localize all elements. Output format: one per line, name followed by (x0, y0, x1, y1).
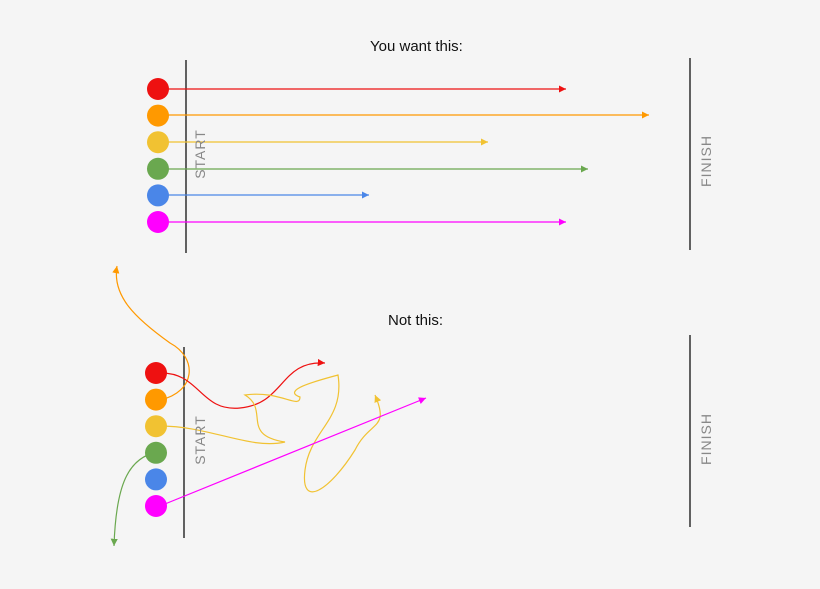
runner-dot-magenta-bottom (145, 495, 167, 517)
runner-dot-blue-top (147, 184, 169, 207)
runner-dot-yellow-top (147, 131, 169, 154)
runner-dot-orange-bottom (145, 388, 167, 411)
runner-dot-yellow-bottom (145, 415, 167, 438)
runner-dot-blue-bottom (145, 468, 167, 491)
start-label-bottom: START (191, 415, 208, 465)
runner-dots-top (147, 78, 169, 233)
runner-dot-red-top (147, 78, 169, 100)
finish-label-top: FINISH (697, 135, 714, 187)
runner-dots-bottom (145, 362, 167, 517)
arrow-bottom-orange (112, 265, 190, 401)
caption-bottom: Not this: (388, 312, 444, 329)
runner-dot-orange-top (147, 104, 169, 127)
arrow-bottom-magenta (159, 397, 427, 507)
runner-dot-red-bottom (145, 362, 167, 384)
runner-dot-magenta-top (147, 211, 169, 233)
finish-label-bottom: FINISH (697, 413, 714, 465)
runner-dot-green-bottom (145, 441, 167, 464)
runner-dot-green-top (147, 157, 169, 180)
start-label-top: START (191, 129, 208, 179)
caption-top: You want this: (370, 38, 463, 55)
arrow-bottom-red (159, 358, 326, 409)
arrow-bottom-yellow (159, 374, 382, 493)
